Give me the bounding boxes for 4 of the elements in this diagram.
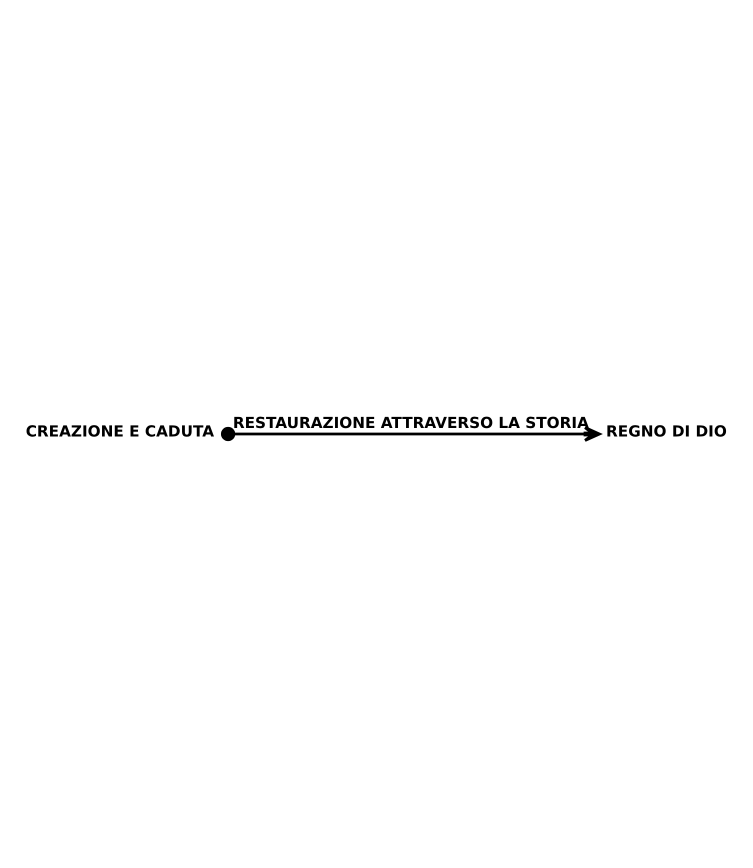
node-text: CREAZIONE E CADUTA [26, 422, 214, 441]
node-text: REGNO DI DIO [606, 422, 727, 441]
edge-label: RESTAURAZIONE ATTRAVERSO LA STORIA [232, 414, 589, 432]
arrow [220, 426, 601, 442]
